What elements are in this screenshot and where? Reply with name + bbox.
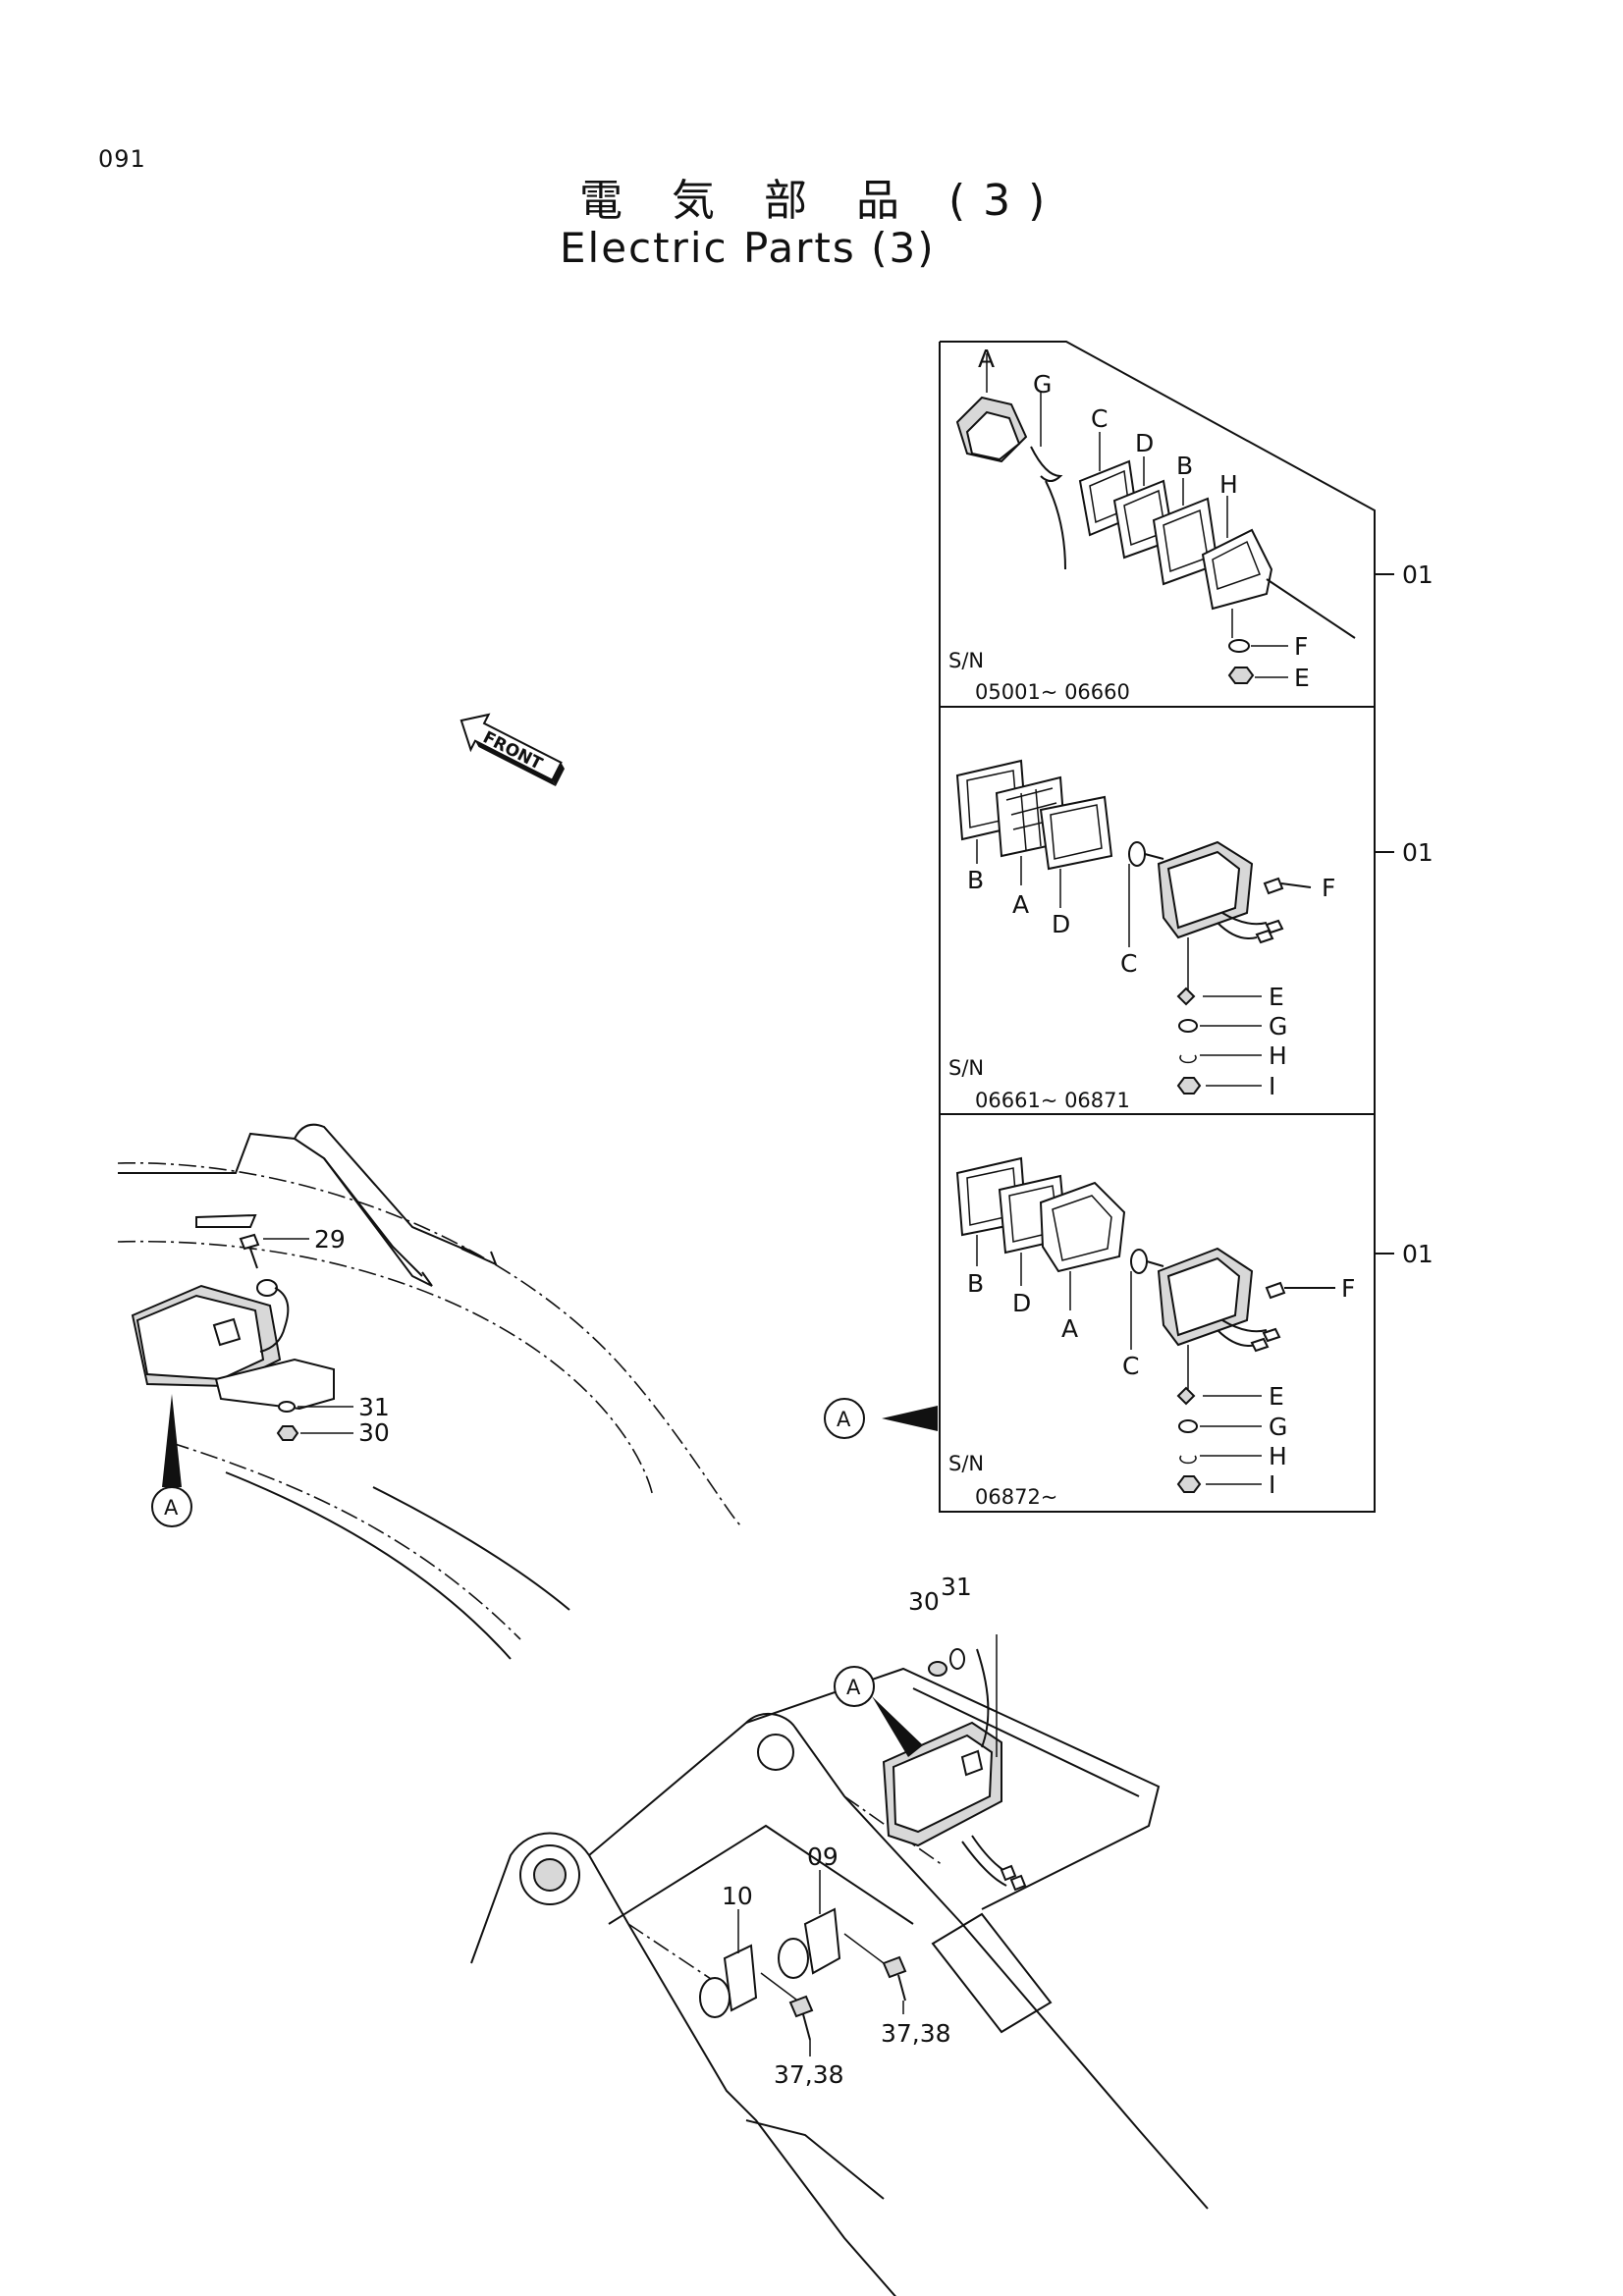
panel2-label-c: C xyxy=(1120,949,1137,978)
reference-a-label-boom: A xyxy=(164,1496,179,1520)
callout-29: 29 xyxy=(314,1225,346,1254)
callout-37-38-left: 37,38 xyxy=(774,2060,844,2089)
panel3-part-no: 01 xyxy=(1402,1240,1434,1268)
reference-a-pointer xyxy=(824,1398,938,1439)
callout-30: 30 xyxy=(358,1418,390,1447)
panel2-label-e: E xyxy=(1269,983,1284,1011)
callout-09: 09 xyxy=(807,1842,839,1871)
frame-lower-view xyxy=(470,1634,1209,2296)
callout-30-frame: 30 xyxy=(908,1587,940,1616)
panel3-label-d: D xyxy=(1012,1289,1031,1317)
panel3-label-a: A xyxy=(1061,1314,1078,1343)
panel1-label-c: C xyxy=(1091,404,1108,433)
panel2-label-d: D xyxy=(1052,910,1070,938)
panel2-label-h: H xyxy=(1269,1041,1287,1070)
panel1-sn-label: S/N xyxy=(948,649,984,672)
panel1-label-d: D xyxy=(1135,429,1154,457)
panel2-part-no: 01 xyxy=(1402,838,1434,867)
panel1-lamp-exploded xyxy=(955,353,1356,684)
panel3-lamp-exploded xyxy=(955,1156,1335,1493)
reference-a-label-panel: A xyxy=(837,1408,851,1431)
panel2-label-i: I xyxy=(1269,1072,1275,1100)
panel3-label-h: H xyxy=(1269,1442,1287,1470)
boom-upper-view xyxy=(117,1123,742,1660)
panel1-label-g: G xyxy=(1033,370,1052,399)
front-arrow: FRONT xyxy=(460,713,566,786)
panel2-label-g: G xyxy=(1269,1012,1287,1041)
panel1-label-e: E xyxy=(1294,664,1310,692)
callout-10: 10 xyxy=(722,1882,753,1910)
panel3-label-i: I xyxy=(1269,1470,1275,1499)
reference-a-label-frame: A xyxy=(846,1676,861,1699)
panel2-label-f: F xyxy=(1322,874,1335,902)
panel2-sn-range: 06661~ 06871 xyxy=(975,1089,1130,1112)
panel2-sn-label: S/N xyxy=(948,1056,984,1080)
callout-37-38-right: 37,38 xyxy=(881,2019,951,2048)
panel2-lamp-exploded xyxy=(955,759,1312,1095)
panel3-label-c: C xyxy=(1122,1352,1139,1380)
panel1-label-h: H xyxy=(1219,470,1238,499)
panel3-sn-label: S/N xyxy=(948,1452,984,1475)
panel1-label-f: F xyxy=(1294,632,1308,661)
panel1-sn-range: 05001~ 06660 xyxy=(975,680,1130,704)
page-number: 091 xyxy=(98,145,146,173)
panel3-label-b: B xyxy=(967,1269,984,1298)
callout-31: 31 xyxy=(358,1393,390,1421)
panel3-sn-range: 06872~ xyxy=(975,1485,1057,1509)
page-title-japanese: 電 気 部 品 (3) xyxy=(579,176,1063,226)
panel3-label-f: F xyxy=(1341,1274,1355,1303)
panel3-label-g: G xyxy=(1269,1413,1287,1441)
panel2-label-b: B xyxy=(967,866,984,894)
panel1-label-a: A xyxy=(978,345,995,373)
panel1-part-no: 01 xyxy=(1402,561,1434,589)
panel2-label-a: A xyxy=(1012,890,1029,919)
panel-frames xyxy=(939,341,1394,1513)
callout-31-frame: 31 xyxy=(941,1573,972,1601)
page-title-english: Electric Parts (3) xyxy=(560,224,936,272)
panel3-label-e: E xyxy=(1269,1382,1284,1411)
panel1-label-b: B xyxy=(1176,452,1193,480)
